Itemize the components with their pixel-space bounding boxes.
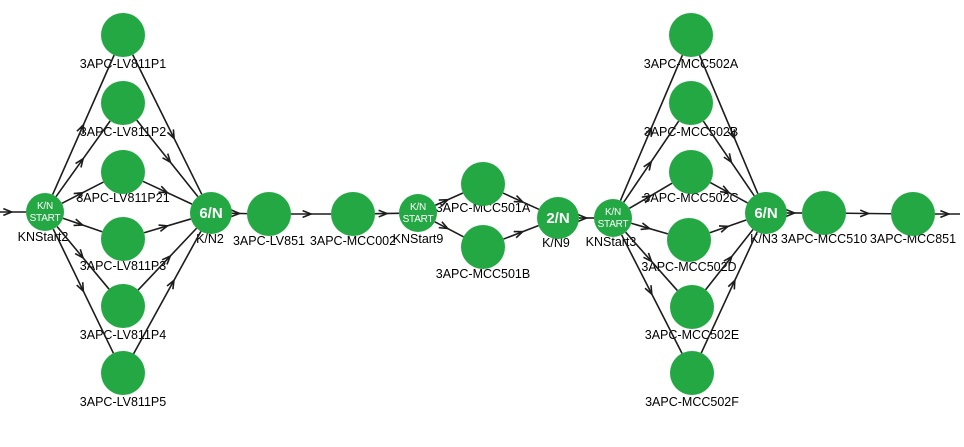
- edge-knstart3-mcc502c: [628, 182, 673, 210]
- edge-mcc501a-kn9: [502, 192, 540, 211]
- node-label-mcc502a: 3APC-MCC502A: [644, 57, 739, 71]
- node-inner-text-knstart2-0: K/N: [37, 201, 53, 212]
- node-mcc002[interactable]: [331, 192, 375, 236]
- edge-lv811p5-kn2: [132, 231, 202, 355]
- edge-knstart9-mcc501a: [435, 192, 464, 207]
- node-label-mcc002: 3APC-MCC002: [310, 234, 396, 248]
- edge-mcc502c-kn3: [709, 181, 748, 204]
- node-inner-text-knstart9-0: K/N: [410, 202, 426, 213]
- node-label-lv811p4: 3APC-LV811P4: [80, 328, 166, 342]
- node-inner-text-kn2-0: 6/N: [199, 205, 222, 222]
- node-label-kn3: K/N3: [750, 232, 778, 246]
- node-label-mcc502c: 3APC-MCC502C: [643, 191, 738, 205]
- edge-knstart9-mcc501b: [434, 221, 464, 238]
- edge-lv851-mcc002: [291, 209, 331, 219]
- node-kn9[interactable]: [537, 197, 579, 239]
- node-label-knstart3: KNStart3: [586, 235, 637, 249]
- node-inner-text-kn3-0: 6/N: [754, 205, 777, 222]
- node-mcc851[interactable]: [891, 192, 935, 236]
- node-mcc501a[interactable]: [461, 162, 505, 206]
- node-knstart2[interactable]: [26, 193, 64, 231]
- node-lv811p1[interactable]: [101, 13, 145, 57]
- edge-lv811p3-kn2: [143, 218, 192, 234]
- node-label-mcc501b: 3APC-MCC501B: [436, 267, 530, 281]
- node-mcc502b[interactable]: [669, 81, 713, 125]
- node-label-lv811p1: 3APC-LV811P1: [80, 57, 166, 71]
- edge-lv811p1-kn2: [132, 54, 203, 195]
- node-kn3[interactable]: [745, 192, 787, 234]
- edge-knstart2-lv811p2: [55, 120, 111, 198]
- edge-mcc502e-kn3: [704, 229, 754, 291]
- node-mcc502e[interactable]: [670, 285, 714, 329]
- node-inner-text-knstart3-0: K/N: [605, 207, 621, 218]
- node-label-lv851: 3APC-LV851: [233, 234, 305, 248]
- node-label-mcc502f: 3APC-MCC502F: [645, 395, 739, 409]
- edge-knstart3-mcc502b: [623, 120, 680, 203]
- edge-knstart3-mcc502d: [631, 222, 669, 235]
- edge-mcc501b-kn9: [503, 224, 539, 240]
- node-label-mcc851: 3APC-MCC851: [870, 232, 956, 246]
- node-label-lv811p21: 3APC-LV811P21: [76, 191, 169, 205]
- node-mcc510[interactable]: [802, 191, 846, 235]
- edges-layer: [0, 54, 960, 355]
- node-label-mcc502b: 3APC-MCC502B: [644, 125, 738, 139]
- node-inner-text-kn9-0: 2/N: [546, 210, 569, 227]
- nodes-layer: [26, 13, 935, 395]
- edge-knstart2-lv811p3: [62, 217, 103, 233]
- node-inner-text-knstart2-1: START: [30, 213, 61, 224]
- node-lv811p3[interactable]: [101, 217, 145, 261]
- node-lv811p21[interactable]: [101, 150, 145, 194]
- node-lv811p5[interactable]: [101, 351, 145, 395]
- node-inner-text-knstart9-1: START: [403, 214, 434, 225]
- edge-kn2-lv851: [230, 209, 248, 218]
- edge-kn3-mcc510: [785, 208, 802, 218]
- node-mcc502d[interactable]: [667, 218, 711, 262]
- edge-knstart2-lv811p4: [56, 226, 110, 290]
- edge-mcc510-mcc851: [845, 209, 892, 218]
- edge-mcc502a-kn3: [698, 54, 759, 194]
- node-label-mcc502e: 3APC-MCC502E: [645, 328, 739, 342]
- node-label-knstart9: KNStart9: [393, 232, 444, 246]
- edge-lv811p4-kn2: [137, 227, 198, 291]
- node-label-lv811p3: 3APC-LV811P3: [80, 259, 166, 273]
- edge-mcc502f-kn3: [700, 231, 758, 354]
- node-label-mcc510: 3APC-MCC510: [781, 232, 867, 246]
- node-label-mcc501a: 3APC-MCC501A: [436, 201, 531, 215]
- edge-kn9-knstart3: [577, 213, 594, 223]
- node-label-mcc502d: 3APC-MCC502D: [641, 260, 736, 274]
- node-label-lv811p5: 3APC-LV811P5: [80, 395, 166, 409]
- edge-knstart3-mcc502a: [619, 54, 684, 201]
- edge-knstart2-lv811p1: [51, 54, 115, 195]
- edge-lv811p21-kn2: [142, 180, 193, 205]
- node-mcc502a[interactable]: [669, 13, 713, 57]
- node-lv811p4[interactable]: [101, 284, 145, 328]
- node-mcc502c[interactable]: [669, 150, 713, 194]
- node-mcc502f[interactable]: [670, 351, 714, 395]
- edge-mcc002-knstart9: [374, 209, 400, 218]
- edge-knstart3-mcc502e: [625, 231, 678, 292]
- node-label-kn2: K/N2: [196, 232, 224, 246]
- node-label-kn9: K/N9: [542, 236, 570, 250]
- node-label-lv811p2: 3APC-LV811P2: [80, 125, 166, 139]
- edge-knstart3-mcc502f: [620, 234, 683, 354]
- edge-mcc502b-kn3: [702, 120, 755, 197]
- node-mcc501b[interactable]: [461, 225, 505, 269]
- edge-mcc851-offscreen: [935, 209, 960, 219]
- node-inner-text-knstart3-1: START: [598, 219, 629, 230]
- edge-knstart2-lv811p21: [61, 181, 104, 205]
- edge-offscreen-knstart2: [0, 207, 26, 217]
- edge-knstart2-lv811p5: [52, 228, 115, 354]
- node-lv851[interactable]: [247, 192, 291, 236]
- node-knstart3[interactable]: [594, 199, 632, 237]
- node-lv811p2[interactable]: [101, 81, 145, 125]
- edge-lv811p2-kn2: [136, 119, 199, 198]
- node-labels-layer: KNStart23APC-LV811P13APC-LV811P23APC-LV8…: [18, 57, 956, 409]
- node-kn2[interactable]: [190, 192, 232, 234]
- edge-mcc502d-kn3: [709, 219, 747, 234]
- node-knstart9[interactable]: [399, 194, 437, 232]
